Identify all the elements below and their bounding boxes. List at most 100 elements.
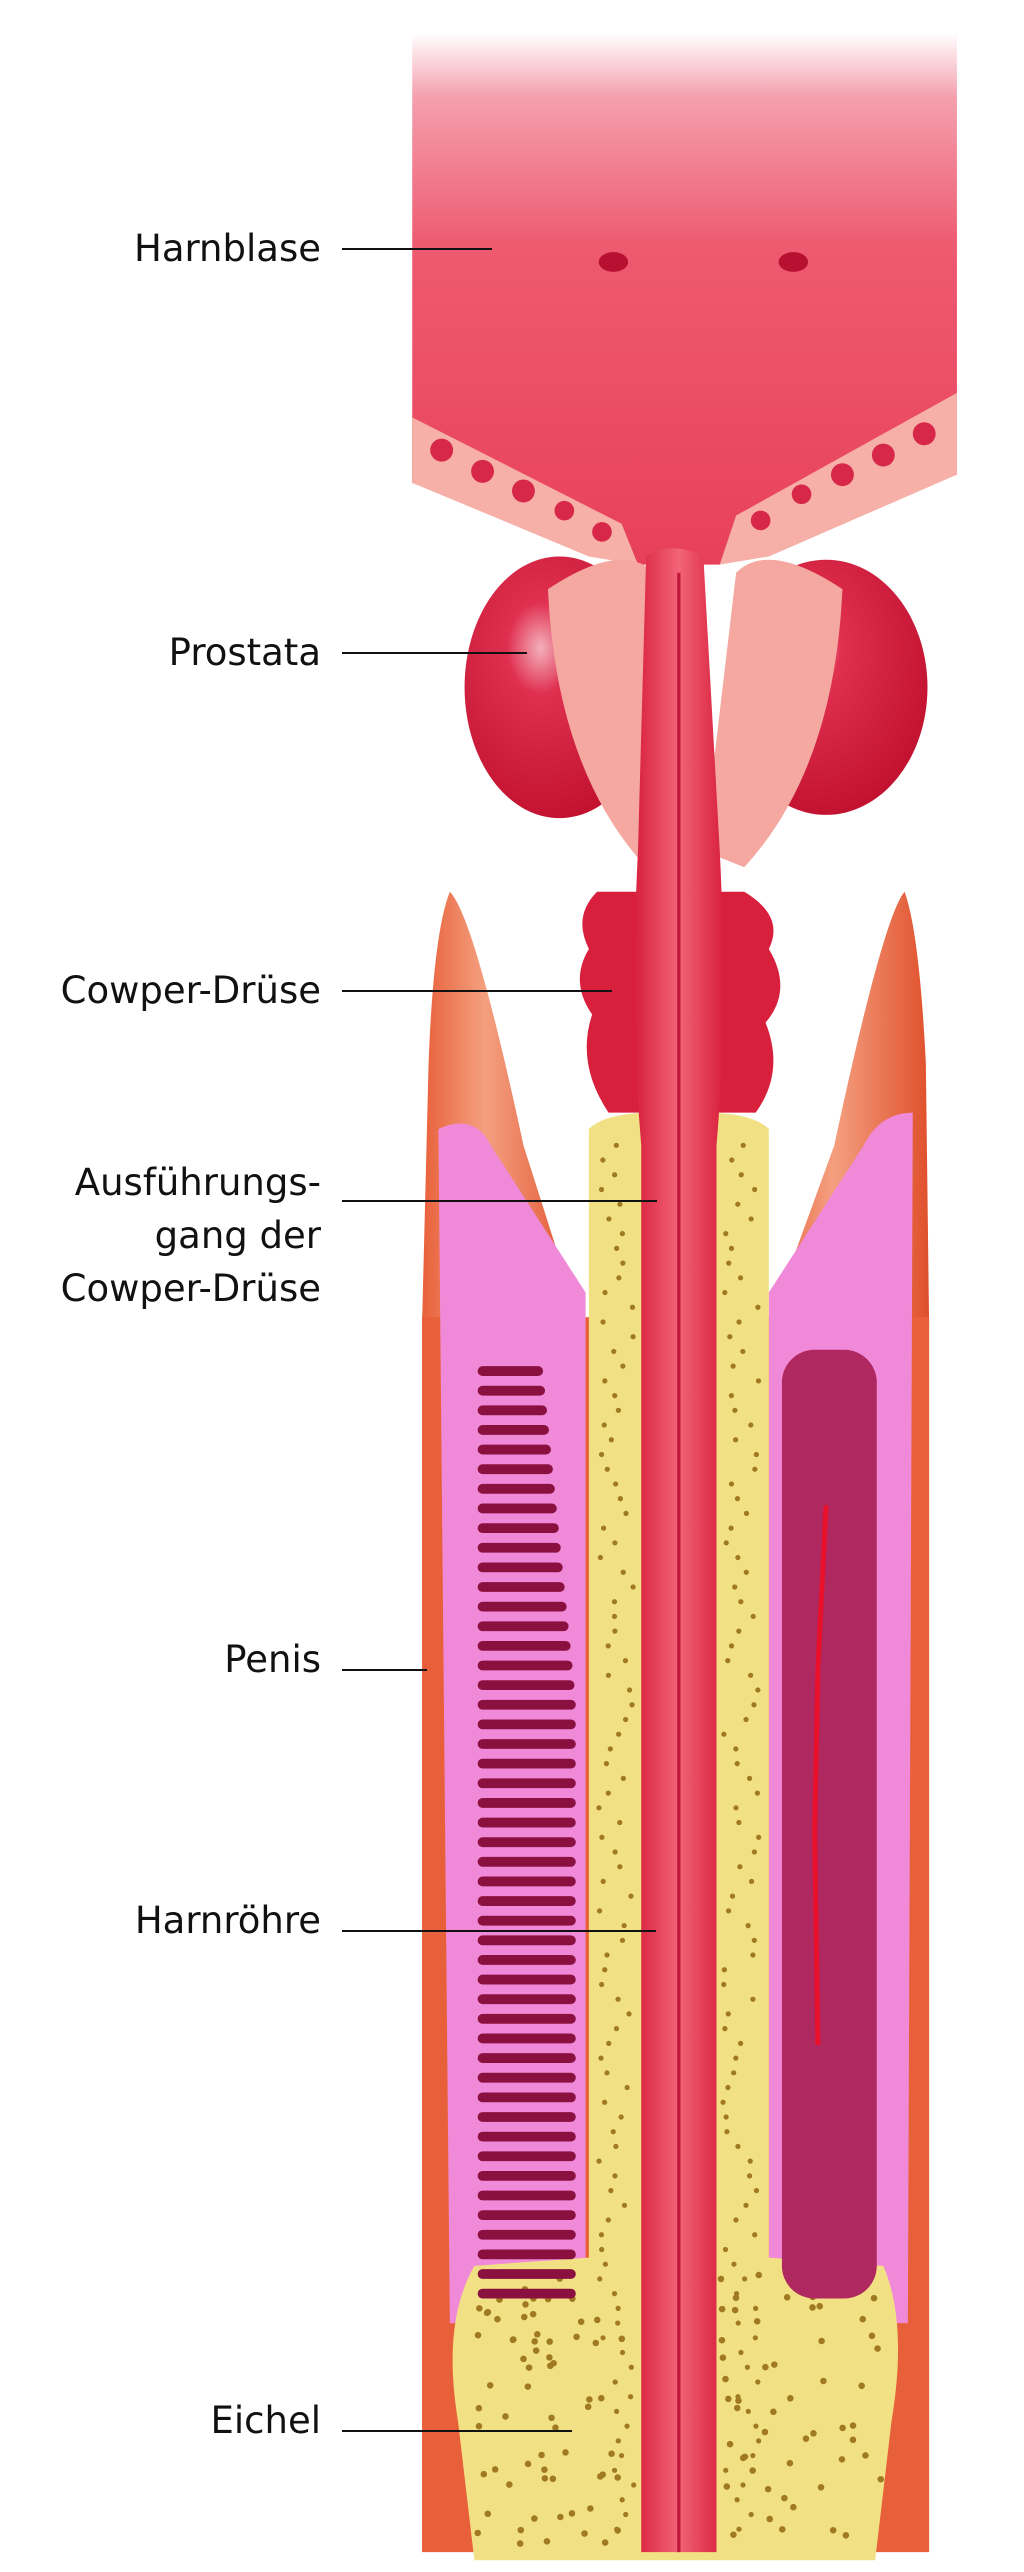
pore <box>620 1569 626 1575</box>
pore <box>738 1599 744 1605</box>
trabecula <box>477 1425 549 1435</box>
pore <box>623 2511 629 2518</box>
pore <box>600 1319 606 1325</box>
pore <box>743 2202 749 2208</box>
pore <box>538 2451 545 2459</box>
pore <box>546 2354 553 2361</box>
pore <box>543 2538 551 2545</box>
label-penis: Penis <box>224 1638 321 1681</box>
pore <box>735 2143 741 2150</box>
pore <box>599 1981 605 1988</box>
pore <box>747 1672 754 1678</box>
pore <box>753 2305 759 2311</box>
pore <box>631 2482 637 2488</box>
pore <box>748 1422 754 1428</box>
pore <box>531 2338 538 2345</box>
trabecula <box>477 1601 567 1612</box>
trabecula <box>477 1915 576 1926</box>
pore <box>520 2313 528 2321</box>
pore <box>731 2261 737 2267</box>
pore <box>734 2497 740 2503</box>
pore <box>598 2232 605 2238</box>
pore <box>592 2339 600 2347</box>
pore <box>877 2475 885 2483</box>
pore <box>862 2452 869 2459</box>
pore <box>750 2452 756 2459</box>
pore <box>618 2335 626 2343</box>
pore <box>748 1216 754 1222</box>
pore <box>790 2503 797 2511</box>
pore <box>746 1775 753 1781</box>
pore <box>610 2129 616 2135</box>
pore <box>541 2466 548 2473</box>
pore <box>729 1893 736 1899</box>
pore <box>599 1834 605 1840</box>
trabecula <box>477 1542 561 1553</box>
trabecula <box>477 1876 576 1887</box>
pore <box>629 1304 636 1310</box>
trabecula <box>477 1798 576 1808</box>
label-ausfuehrungsgang-line3: Cowper-Drüse <box>60 1267 321 1310</box>
bladder-wall-cells <box>430 422 936 542</box>
pore <box>613 1481 619 1487</box>
pore <box>619 2497 625 2503</box>
pore <box>738 1172 744 1178</box>
pore <box>484 2510 492 2518</box>
pore <box>736 1819 742 1826</box>
pore <box>752 1186 758 1193</box>
pore <box>755 1304 761 1310</box>
trabecula <box>477 1464 553 1475</box>
pore <box>868 2332 876 2340</box>
pore <box>753 1451 759 1458</box>
trabecula <box>477 1974 576 1985</box>
trabecula <box>477 1444 551 1455</box>
pore <box>491 2466 499 2473</box>
pore <box>724 2129 730 2135</box>
pore <box>615 2320 621 2326</box>
pore <box>764 2485 772 2493</box>
pore <box>728 1245 735 1251</box>
trabecula <box>477 1719 576 1730</box>
pore <box>584 2403 592 2411</box>
pore <box>602 1967 608 1973</box>
pore <box>733 2404 741 2412</box>
pore <box>510 2336 517 2343</box>
pore <box>620 1775 626 1781</box>
trabecula <box>477 2170 576 2181</box>
pore <box>605 1672 612 1678</box>
pore <box>762 2363 769 2371</box>
pore <box>612 2173 618 2179</box>
pore <box>842 2532 850 2539</box>
pore <box>600 1878 606 1885</box>
pore <box>529 2310 537 2318</box>
pore <box>604 1466 610 1472</box>
pore <box>524 2460 532 2468</box>
trabecula <box>477 1405 548 1416</box>
pore <box>751 1937 757 1943</box>
pore <box>756 1834 762 1840</box>
trabecula <box>477 1680 575 1691</box>
pore <box>721 1731 727 1737</box>
trabecula <box>477 1503 557 1514</box>
pore <box>749 2467 756 2474</box>
pore <box>552 2424 559 2431</box>
pore <box>770 2408 777 2416</box>
trabecula <box>477 2013 576 2024</box>
pore <box>601 2539 609 2546</box>
pore <box>753 2423 759 2429</box>
trabecula <box>477 2112 576 2122</box>
pore <box>616 1731 622 1737</box>
leader-line-penis <box>342 1669 427 1671</box>
deep-artery <box>812 1505 829 2046</box>
trabecula <box>477 2131 576 2142</box>
trabecula <box>477 1621 569 1632</box>
pore <box>743 1569 749 1575</box>
leader-line-cowper-druese <box>342 990 612 992</box>
pore <box>743 1716 749 1723</box>
pore <box>753 2187 760 2194</box>
pore <box>624 2423 630 2429</box>
pore <box>612 1540 618 1546</box>
pore <box>748 1878 755 1885</box>
pore <box>620 1363 626 1369</box>
pore <box>816 2302 823 2310</box>
